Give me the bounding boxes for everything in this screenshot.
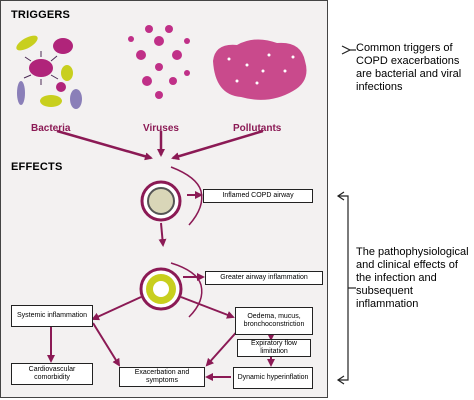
pollutants-label: Pollutants	[233, 123, 282, 134]
dynamic-hyperinflation-box: Dynamic hyperinflation	[233, 367, 313, 389]
triggers-annotation: Common triggers of COPD exacerbations ar…	[356, 42, 462, 93]
bacteria-illustration	[16, 35, 82, 109]
cardiovascular-box: Cardiovascular comorbidity	[11, 363, 93, 385]
pollutant-illustration	[213, 39, 307, 100]
diagram-panel: TRIGGERS Bacteria Viruses Pollutants EFF…	[0, 0, 328, 398]
virus-illustration	[128, 25, 190, 99]
oedema-box: Oedema, mucus, bronchoconstriction	[235, 307, 313, 335]
inflamed-airway-illustration	[140, 166, 203, 226]
effects-annotation: The pathophysiological and clinical effe…	[356, 246, 469, 310]
expiratory-flow-box: Expiratory flow limitation	[237, 339, 311, 357]
viruses-label: Viruses	[143, 123, 179, 134]
inflamed-airway-box: Inflamed COPD airway	[203, 189, 313, 203]
systemic-inflammation-box: Systemic inflammation	[11, 305, 93, 327]
effects-header: EFFECTS	[11, 161, 63, 173]
annotation-brackets	[336, 45, 356, 385]
diagram-artwork	[16, 25, 307, 381]
bacteria-label: Bacteria	[31, 123, 71, 134]
triggers-header: TRIGGERS	[11, 9, 71, 21]
greater-inflammation-airway-illustration	[139, 262, 203, 318]
flow-arrows	[47, 191, 275, 381]
trigger-arrows	[56, 129, 264, 161]
greater-inflammation-box: Greater airway inflammation	[205, 271, 323, 285]
exacerbation-box: Exacerbation and symptoms	[119, 367, 205, 387]
